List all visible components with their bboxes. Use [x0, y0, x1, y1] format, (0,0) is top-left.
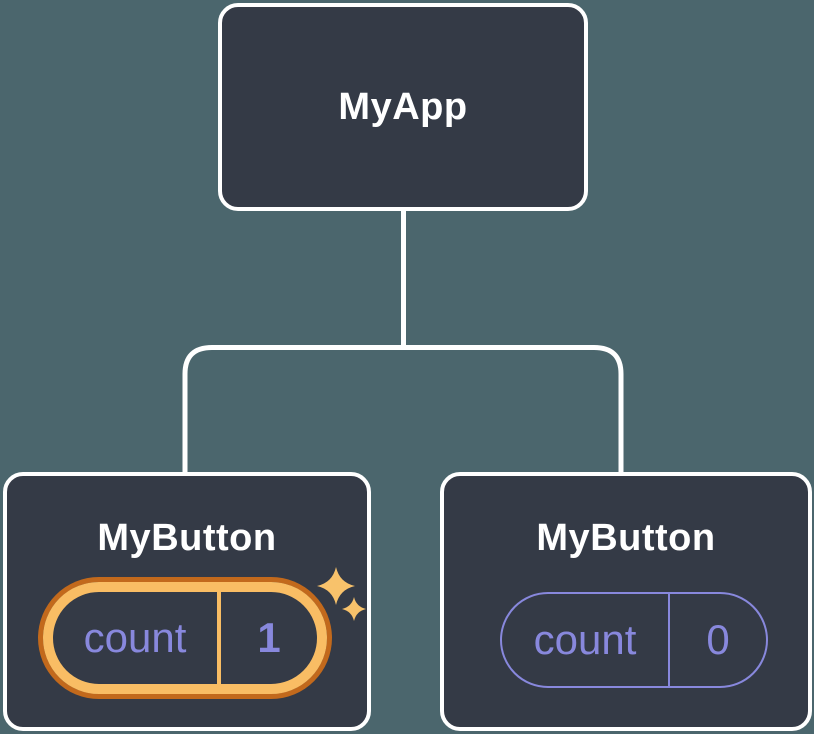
sparkle-small [342, 597, 366, 621]
state-value: 0 [706, 616, 730, 663]
sparkle-large [317, 567, 355, 605]
sparkles-icon [317, 567, 366, 621]
node-myapp: MyApp [218, 3, 588, 211]
state-pill-plain: count 0 [500, 592, 768, 688]
node-mybutton-label: MyButton [536, 517, 716, 559]
node-mybutton-label: MyButton [97, 517, 277, 559]
node-mybutton-plain: MyButton count 0 [440, 472, 812, 731]
connector-branch [182, 345, 624, 476]
node-myapp-label: MyApp [338, 85, 468, 128]
state-pill-highlighted: count 1 [43, 582, 327, 694]
state-key-label: count [502, 594, 670, 686]
state-value: 1 [257, 614, 281, 661]
node-mybutton-highlighted: MyButton count 1 [3, 472, 371, 731]
state-key-label: count [53, 592, 221, 684]
